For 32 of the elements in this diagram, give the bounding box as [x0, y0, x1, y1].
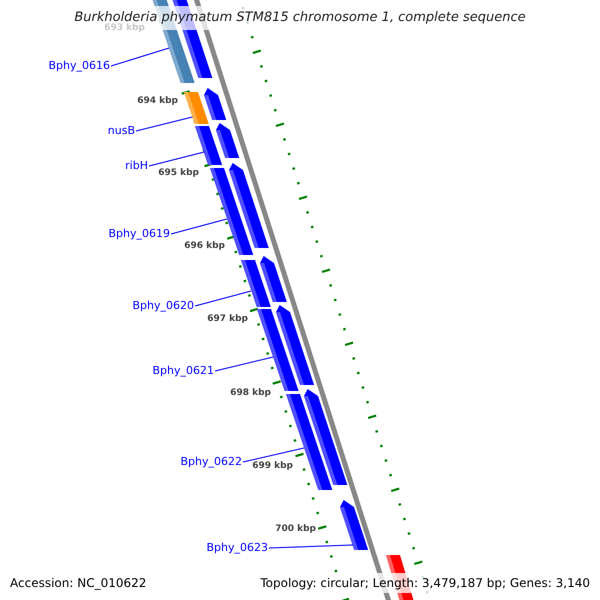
leader-line: [214, 356, 274, 372]
gene-bar: [216, 123, 240, 158]
tick-label: 697 kbp: [207, 313, 248, 325]
gene-bar: [229, 163, 269, 248]
leader-line: [148, 152, 205, 166]
tick-label: 698 kbp: [230, 387, 271, 399]
gene-label: Bphy_0621: [152, 363, 214, 379]
gene-bar: [184, 92, 209, 124]
gene-label: Bphy_0616: [48, 58, 110, 74]
leader-line: [268, 544, 354, 548]
gene-bar: [340, 500, 368, 550]
leader-line: [170, 218, 228, 234]
tick-label: 699 kbp: [252, 460, 293, 472]
gene-label: ribH: [125, 158, 148, 174]
tick-label: 696 kbp: [184, 240, 225, 252]
leader-line: [110, 48, 170, 66]
tick-label: 694 kbp: [137, 95, 178, 107]
gene-label: Bphy_0619: [108, 226, 170, 242]
gene-bar: [260, 256, 287, 302]
leader-line: [136, 116, 193, 132]
leader-line: [194, 290, 252, 306]
gene-bar: [276, 305, 314, 385]
sequence-info-text: Topology: circular; Length: 3,479,187 bp; Genes: 3,140: [258, 573, 592, 593]
leader-line: [242, 448, 304, 462]
gene-label: Bphy_0620: [132, 298, 194, 314]
gene-label: nusB: [108, 123, 135, 139]
gene-bar: [304, 389, 348, 485]
gene-label: Bphy_0623: [206, 540, 268, 556]
gene-bar: [204, 88, 227, 120]
tick-label: 700 kbp: [275, 523, 316, 535]
gene-label: Bphy_0622: [180, 454, 242, 470]
tick-label: 695 kbp: [158, 167, 199, 179]
